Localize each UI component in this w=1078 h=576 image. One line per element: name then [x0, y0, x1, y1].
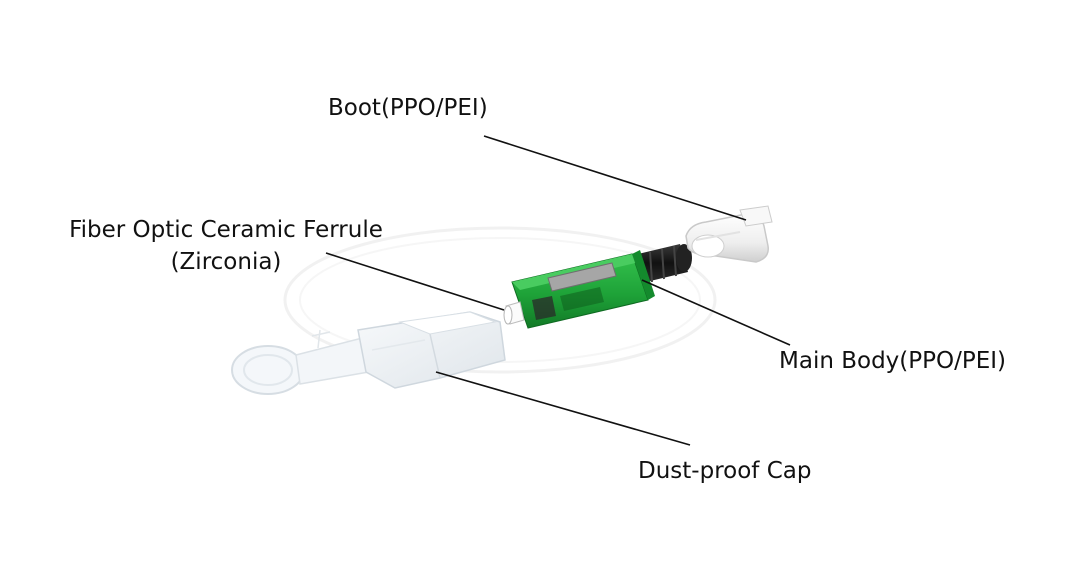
label-dust-proof-cap: Dust-proof Cap: [638, 458, 812, 484]
ceramic-ferrule: [503, 301, 525, 325]
dust-proof-cap: [231, 311, 506, 395]
leader-lines: [325, 135, 791, 446]
leader-line-boot: [483, 135, 747, 221]
label-boot: Boot(PPO/PEI): [328, 95, 488, 121]
leader-line-dust-cap: [435, 371, 691, 446]
leader-line-ferrule: [325, 252, 505, 311]
label-ceramic-ferrule-line1: Fiber Optic Ceramic Ferrule: [69, 217, 383, 243]
label-main-body: Main Body(PPO/PEI): [779, 348, 1007, 374]
label-ceramic-ferrule-line2: (Zirconia): [170, 249, 282, 275]
leader-line-main-body: [641, 279, 791, 346]
label-ceramic-ferrule: Fiber Optic Ceramic Ferrule (Zirconia): [54, 214, 398, 278]
cable-strain-relief: [638, 244, 692, 283]
boot: [685, 205, 773, 263]
main-body: [511, 250, 655, 329]
